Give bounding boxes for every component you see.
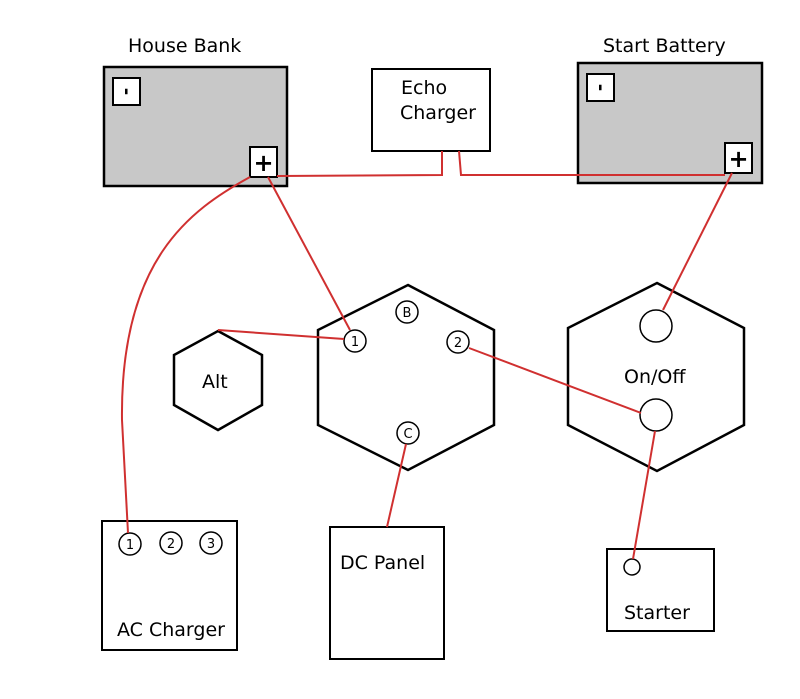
on-off-label: On/Off xyxy=(624,366,686,388)
start-battery-positive-terminal xyxy=(724,142,753,174)
ac-charger: 1 2 3 AC Charger xyxy=(101,520,238,651)
start-battery-negative-sign: - xyxy=(590,84,611,91)
selector-terminal-1-label: 1 xyxy=(351,335,359,350)
on-off-post-bottom xyxy=(639,398,673,432)
echo-charger-label-line2: Charger xyxy=(400,102,476,124)
wire-on-off-to-starter xyxy=(632,430,656,560)
wire-terminal-c-to-dc-panel xyxy=(386,443,407,528)
selector-terminal-c-label: C xyxy=(403,427,412,442)
wire-house-to-terminal-1 xyxy=(267,176,351,331)
starter-label: Starter xyxy=(624,602,690,624)
wire-alt-to-terminal-1 xyxy=(217,329,345,340)
starter: Starter xyxy=(606,548,715,632)
wire-house-to-echo xyxy=(276,151,443,177)
house-bank-positive-terminal xyxy=(249,146,278,178)
on-off-switch-hexagon xyxy=(566,281,746,473)
dc-panel: DC Panel xyxy=(329,526,445,660)
house-bank-positive-sign: + xyxy=(253,149,273,177)
selector-terminal-b-label: B xyxy=(403,306,412,321)
dc-panel-label: DC Panel xyxy=(340,552,425,574)
echo-charger: Echo Charger xyxy=(371,68,491,152)
dc-panel-box xyxy=(329,526,445,660)
alternator-hexagon xyxy=(172,329,264,432)
selector-terminal-b xyxy=(395,300,419,324)
starter-terminal xyxy=(623,558,641,576)
selector-switch-hexagon xyxy=(316,283,496,472)
selector-switch: 1 B 2 C xyxy=(316,283,496,472)
start-battery: Start Battery - + xyxy=(576,35,764,185)
wire-terminal-2-to-on-off xyxy=(468,347,642,414)
on-off-post-top xyxy=(639,309,673,343)
selector-terminal-2 xyxy=(446,330,470,354)
start-battery-positive-sign: + xyxy=(728,145,748,173)
wire-start-to-on-off xyxy=(662,172,733,311)
ac-charger-terminal-3-label: 3 xyxy=(207,537,215,552)
alternator-label: Alt xyxy=(202,371,228,393)
wire-house-to-ac-charger xyxy=(120,176,251,534)
ac-charger-terminal-1 xyxy=(118,532,142,556)
ac-charger-label: AC Charger xyxy=(117,619,225,641)
wire-echo-to-start xyxy=(458,150,725,176)
house-bank: House Bank - + xyxy=(102,35,289,188)
on-off-switch: On/Off xyxy=(566,281,746,473)
ac-charger-terminal-2 xyxy=(159,531,183,555)
house-bank-negative-sign: - xyxy=(116,88,137,95)
echo-charger-box xyxy=(371,68,491,152)
house-bank-negative-terminal xyxy=(112,77,141,106)
echo-charger-label-line1: Echo xyxy=(401,77,447,99)
ac-charger-terminal-2-label: 2 xyxy=(167,537,175,552)
start-battery-label: Start Battery xyxy=(603,35,726,57)
wiring xyxy=(120,150,733,560)
start-battery-negative-terminal xyxy=(586,73,615,102)
ac-charger-terminal-1-label: 1 xyxy=(126,538,134,553)
selector-terminal-2-label: 2 xyxy=(454,336,462,351)
ac-charger-terminal-3 xyxy=(199,531,223,555)
house-bank-label: House Bank xyxy=(128,35,241,57)
alternator: Alt xyxy=(172,329,264,432)
selector-terminal-c xyxy=(396,421,420,445)
selector-terminal-1 xyxy=(343,329,367,353)
